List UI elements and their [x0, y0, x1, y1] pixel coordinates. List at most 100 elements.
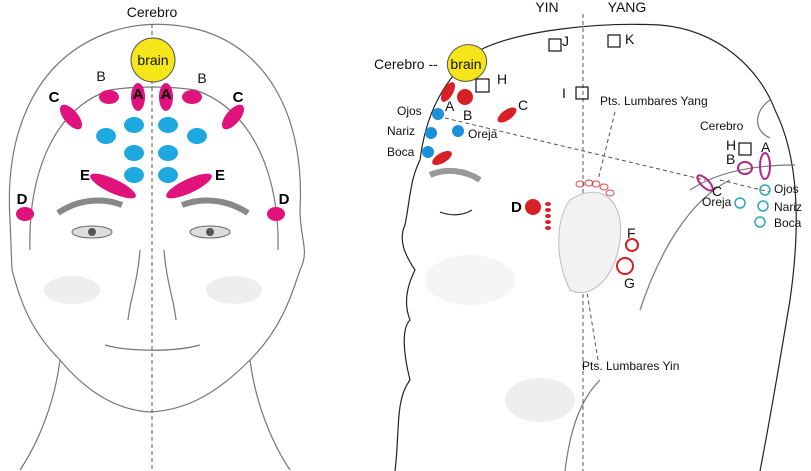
back-point-c — [696, 174, 714, 192]
front-point-e-right — [166, 173, 212, 199]
side-point-c — [497, 107, 517, 123]
yin-label: YIN — [535, 0, 558, 15]
ear-point — [591, 180, 601, 188]
square-h — [475, 78, 490, 93]
front-point-d-right — [267, 207, 285, 221]
side-label-i: I — [562, 85, 566, 101]
back-point-b — [737, 161, 753, 175]
front-blue-points — [96, 117, 207, 183]
side-neck — [564, 379, 601, 471]
front-label-b-left: B — [96, 68, 105, 84]
side-eyebrow — [428, 167, 482, 183]
side-head-view: YIN YANG Cerebro -- brain H J K I A — [374, 0, 802, 471]
front-label-e-right: E — [215, 167, 225, 184]
front-head-outline — [8, 23, 306, 413]
front-point-b-left — [99, 90, 119, 104]
ear-point-g — [616, 257, 634, 275]
back-label-c: C — [712, 183, 722, 199]
side-label-b: B — [463, 107, 472, 123]
front-point-b-right — [182, 90, 202, 104]
front-brain-point — [130, 37, 176, 83]
ear-point — [584, 179, 594, 187]
left-pupil — [88, 228, 96, 236]
back-point-nariz — [757, 200, 769, 212]
nose — [127, 249, 177, 321]
side-neck-shade — [505, 378, 575, 422]
side-point-d-dot — [545, 220, 551, 224]
side-label-nariz: Nariz — [387, 124, 415, 138]
front-label-c-left: C — [49, 89, 60, 106]
side-cheek — [425, 255, 515, 305]
lumbar-yang-ear-points — [575, 179, 615, 197]
back-point-boca — [754, 216, 766, 228]
back-label-oreja: Oreja — [702, 195, 732, 209]
back-square-h — [738, 142, 752, 156]
side-blue-points — [422, 108, 464, 158]
side-point-d — [525, 199, 541, 215]
side-point-a — [441, 82, 455, 102]
side-point-d-dot — [545, 208, 551, 212]
side-point-d-dot — [545, 214, 551, 218]
front-point-a-right — [159, 83, 173, 111]
side-point-oreja — [452, 125, 464, 137]
back-label-boca: Boca — [774, 216, 802, 230]
side-point-ojos — [432, 108, 444, 120]
front-blue-point — [158, 167, 178, 183]
side-brain-point — [446, 44, 488, 82]
front-blue-point — [124, 117, 144, 133]
front-point-c-left — [59, 104, 83, 130]
front-brain-label: brain — [137, 52, 168, 68]
side-back-eye-line — [719, 179, 771, 193]
back-cyan-points — [734, 184, 771, 228]
side-label-j: J — [562, 33, 569, 49]
side-label-boca: Boca — [387, 145, 415, 159]
front-blue-point — [187, 128, 207, 144]
right-eyebrow — [180, 197, 250, 216]
front-label-e-left: E — [80, 167, 90, 184]
ear-label-f: F — [627, 225, 636, 241]
back-label-nariz: Nariz — [774, 200, 802, 214]
ear-point-f — [625, 238, 639, 252]
right-pupil — [206, 228, 214, 236]
side-point-b — [457, 89, 473, 105]
back-cerebro-arc — [757, 99, 771, 139]
side-eye-level-line — [444, 117, 706, 181]
square-i — [575, 86, 589, 100]
left-cheek — [44, 276, 100, 304]
side-point-mouth — [432, 151, 452, 165]
square-k — [607, 34, 621, 48]
side-ear — [558, 191, 622, 293]
back-magenta-points — [696, 152, 771, 192]
side-label-oreja: Oreja — [468, 127, 498, 141]
back-cerebro-label: Cerebro — [700, 119, 744, 133]
side-cerebro-label: Cerebro -- — [374, 56, 438, 72]
side-label-h: H — [497, 71, 507, 87]
side-point-nariz — [425, 127, 437, 139]
side-point-d-dot — [545, 226, 551, 230]
yang-label: YANG — [608, 0, 647, 15]
side-squares — [475, 34, 752, 156]
front-point-a-left — [131, 83, 145, 111]
back-point-a — [759, 152, 771, 180]
front-label-c-right: C — [233, 89, 244, 106]
front-point-e-left — [90, 173, 136, 199]
left-eyebrow — [56, 197, 124, 216]
front-label-d-left: D — [17, 191, 28, 208]
side-label-k: K — [625, 31, 635, 47]
square-j — [548, 38, 562, 52]
ear-points — [616, 238, 639, 275]
front-neck — [19, 359, 291, 471]
side-label-ojos: Ojos — [397, 104, 422, 118]
front-blue-point — [96, 128, 116, 144]
ear-point — [605, 189, 615, 197]
lumbar-yang-pointer — [597, 111, 616, 181]
front-blue-point — [158, 145, 178, 161]
back-point-ojos — [759, 184, 771, 196]
front-label-b-right: B — [197, 70, 206, 86]
mouth — [104, 344, 201, 351]
front-cerebro-label: Cerebro — [127, 4, 178, 20]
lumbar-yang-label: Pts. Lumbares Yang — [600, 94, 708, 108]
front-blue-point — [124, 167, 144, 183]
right-cheek — [206, 276, 262, 304]
